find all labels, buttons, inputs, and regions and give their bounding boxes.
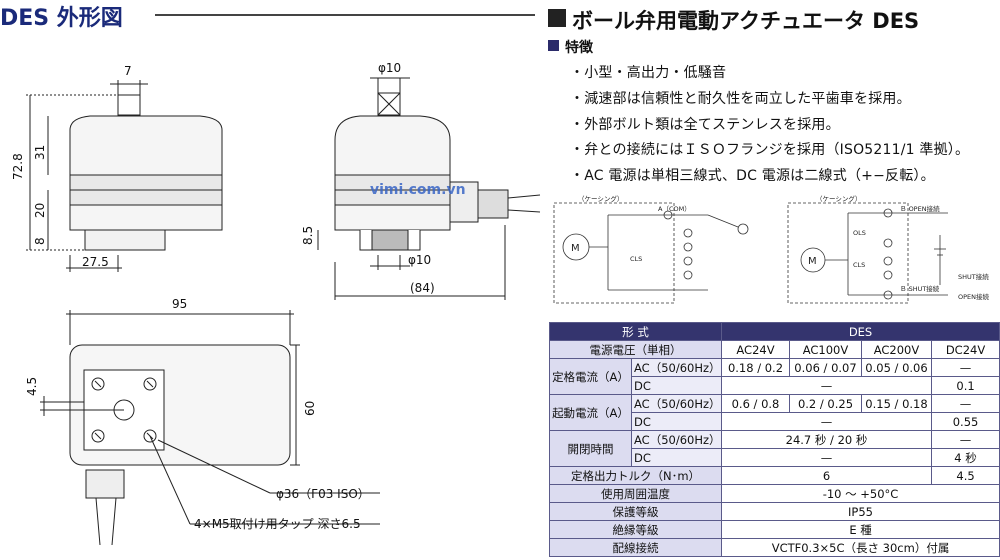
watermark: vimi.com.vn (370, 182, 466, 198)
table-cell: 0.6 / 0.8 (721, 394, 790, 413)
dim-31-label: 31 (33, 145, 47, 160)
row-label: 使用周囲温度 (549, 484, 722, 503)
row-label: 開閉時間 (549, 430, 632, 467)
table-cell: — (930, 358, 1000, 377)
right-title: ボール弁用電動アクチュエータ DES (572, 9, 920, 33)
dim-phi10-bottom-label: φ10 (408, 253, 431, 267)
dim-8-5-label: 8.5 (301, 226, 315, 245)
dim-84-label: (84) (410, 281, 435, 295)
table-cell: 0.2 / 0.25 (789, 394, 862, 413)
feature-item: ・AC 電源は単相三線式、DC 電源は二線式（+−反転）。 (570, 168, 935, 184)
title-rule (155, 14, 535, 16)
dim-20-label: 20 (33, 203, 47, 218)
sub-label: DC (631, 376, 722, 395)
table-cell: — (930, 394, 1000, 413)
table-cell: 6 (721, 466, 932, 485)
table-cell: 0.1 (930, 376, 1000, 395)
table-cell: IP55 (720, 502, 1000, 521)
feature-item: ・外部ボルト類は全てステンレスを採用。 (570, 117, 840, 133)
table-cell: AC100V (789, 340, 862, 359)
dim-phi10-top-label: φ10 (378, 61, 401, 75)
feature-item: ・小型・高出力・低騒音 (570, 65, 727, 81)
spec-table: 形 式 DES 電源電圧（単相） AC24V AC100V AC200V DC2… (549, 322, 1000, 557)
title-square-icon (548, 9, 566, 27)
dc-shut-terminal-label: Ｂ SHUT接続 (900, 284, 940, 293)
row-label: 保護等級 (549, 502, 722, 521)
dc-ols-label: OLS (853, 229, 866, 237)
dim-8-label: 8 (33, 237, 47, 245)
table-cell: — (721, 412, 932, 431)
row-label: 配線接続 (549, 538, 722, 557)
flange-note: φ36（F03 ISO） (276, 487, 370, 501)
table-cell: 4.5 (930, 466, 1000, 485)
feature-item: ・減速部は信頼性と耐久性を両立した平歯車を採用。 (570, 91, 911, 107)
table-row: 定格電流（A） AC（50/60Hz） 0.18 / 0.2 0.06 / 0.… (549, 358, 1000, 395)
table-row: 定格出力トルク（N･m） 6 4.5 (549, 466, 1000, 485)
table-row: 配線接続 VCTF0.3×5C（長さ 30cm）付属 (549, 538, 1000, 557)
row-label: 電源電圧（単相） (549, 340, 722, 359)
table-cell: VCTF0.3×5C（長さ 30cm）付属 (720, 538, 1000, 557)
dc-cls-label: CLS (853, 261, 865, 269)
table-cell: 0.55 (930, 412, 1000, 431)
wiring-diagrams: （ケーシング） A（COM） CLS M （ケーシング） Ｂ OPEN接続 Ｂ … (553, 195, 990, 304)
sub-label: AC（50/60Hz） (631, 394, 722, 413)
front-view (26, 80, 223, 272)
dc-motor-label: M (808, 256, 817, 267)
table-row: 形 式 DES (549, 322, 1000, 341)
table-row: DC — 4 秒 (550, 448, 1000, 467)
sub-label: AC（50/60Hz） (631, 358, 722, 377)
sub-label: DC (631, 412, 722, 431)
dim-60-label: 60 (303, 401, 317, 416)
left-title: DES 外形図 (0, 6, 123, 31)
header-des: DES (720, 322, 1000, 341)
ac-cls-label: CLS (630, 255, 642, 263)
table-row: 絶縁等級 E 種 (549, 520, 1000, 539)
tap-note: 4×M5取付け用タップ 深さ6.5 (194, 517, 361, 531)
header-model: 形 式 (549, 322, 722, 341)
table-cell: AC24V (721, 340, 790, 359)
sub-label: DC (631, 448, 722, 467)
side-view (317, 77, 541, 300)
bottom-view (40, 310, 380, 546)
table-cell: 0.05 / 0.06 (861, 358, 932, 377)
table-cell: 0.06 / 0.07 (789, 358, 862, 377)
table-row: 開閉時間 AC（50/60Hz） 24.7 秒 / 20 秒 — (549, 430, 1000, 467)
feature-square-icon (548, 40, 559, 51)
sub-label: AC（50/60Hz） (631, 430, 722, 449)
dim-95-label: 95 (172, 297, 187, 311)
dim-shaft-label: 7 (124, 64, 132, 78)
table-row: 保護等級 IP55 (549, 502, 1000, 521)
table-cell: — (721, 376, 932, 395)
table-cell: 4 秒 (930, 448, 1000, 467)
table-cell: 0.15 / 0.18 (861, 394, 932, 413)
dc-casing-label: （ケーシング） (816, 195, 861, 203)
row-label: 定格出力トルク（N･m） (549, 466, 722, 485)
ac-com-label: A（COM） (658, 205, 691, 213)
dc-open-label: OPEN接続 (958, 292, 990, 301)
table-cell: — (721, 448, 932, 467)
table-cell: — (930, 430, 1000, 449)
table-row: 使用周囲温度 -10 〜 +50°C (549, 484, 1000, 503)
table-row: 電源電圧（単相） AC24V AC100V AC200V DC24V (549, 340, 1000, 359)
table-cell: AC200V (861, 340, 932, 359)
dim-total-label: 72.8 (11, 153, 25, 180)
table-cell: 24.7 秒 / 20 秒 (721, 430, 932, 449)
table-cell: E 種 (720, 520, 1000, 539)
table-cell: DC24V (930, 340, 1000, 359)
dim-27-5-label: 27.5 (82, 255, 109, 269)
ac-casing-label: （ケーシング） (578, 195, 623, 203)
dc-shut-label: SHUT接続 (958, 272, 989, 281)
feature-heading: 特徴 (565, 40, 593, 56)
feature-item: ・弁との接続にはＩＳＯフランジを採用（ISO5211/1 準拠）。 (570, 142, 970, 158)
table-cell: -10 〜 +50°C (720, 484, 1000, 503)
row-label: 起動電流（A） (549, 394, 632, 431)
row-label: 定格電流（A） (549, 358, 632, 395)
table-cell: 0.18 / 0.2 (721, 358, 790, 377)
dc-open-terminal-label: Ｂ OPEN接続 (900, 204, 940, 213)
outline-drawings: 7 72.8 31 20 8 27.5 φ10 8.5 φ10 (84) 95 … (11, 61, 541, 546)
ac-motor-label: M (571, 243, 580, 254)
dim-4-5-label: 4.5 (25, 377, 39, 396)
table-row: 起動電流（A） AC（50/60Hz） 0.6 / 0.8 0.2 / 0.25… (549, 394, 1000, 431)
row-label: 絶縁等級 (549, 520, 722, 539)
